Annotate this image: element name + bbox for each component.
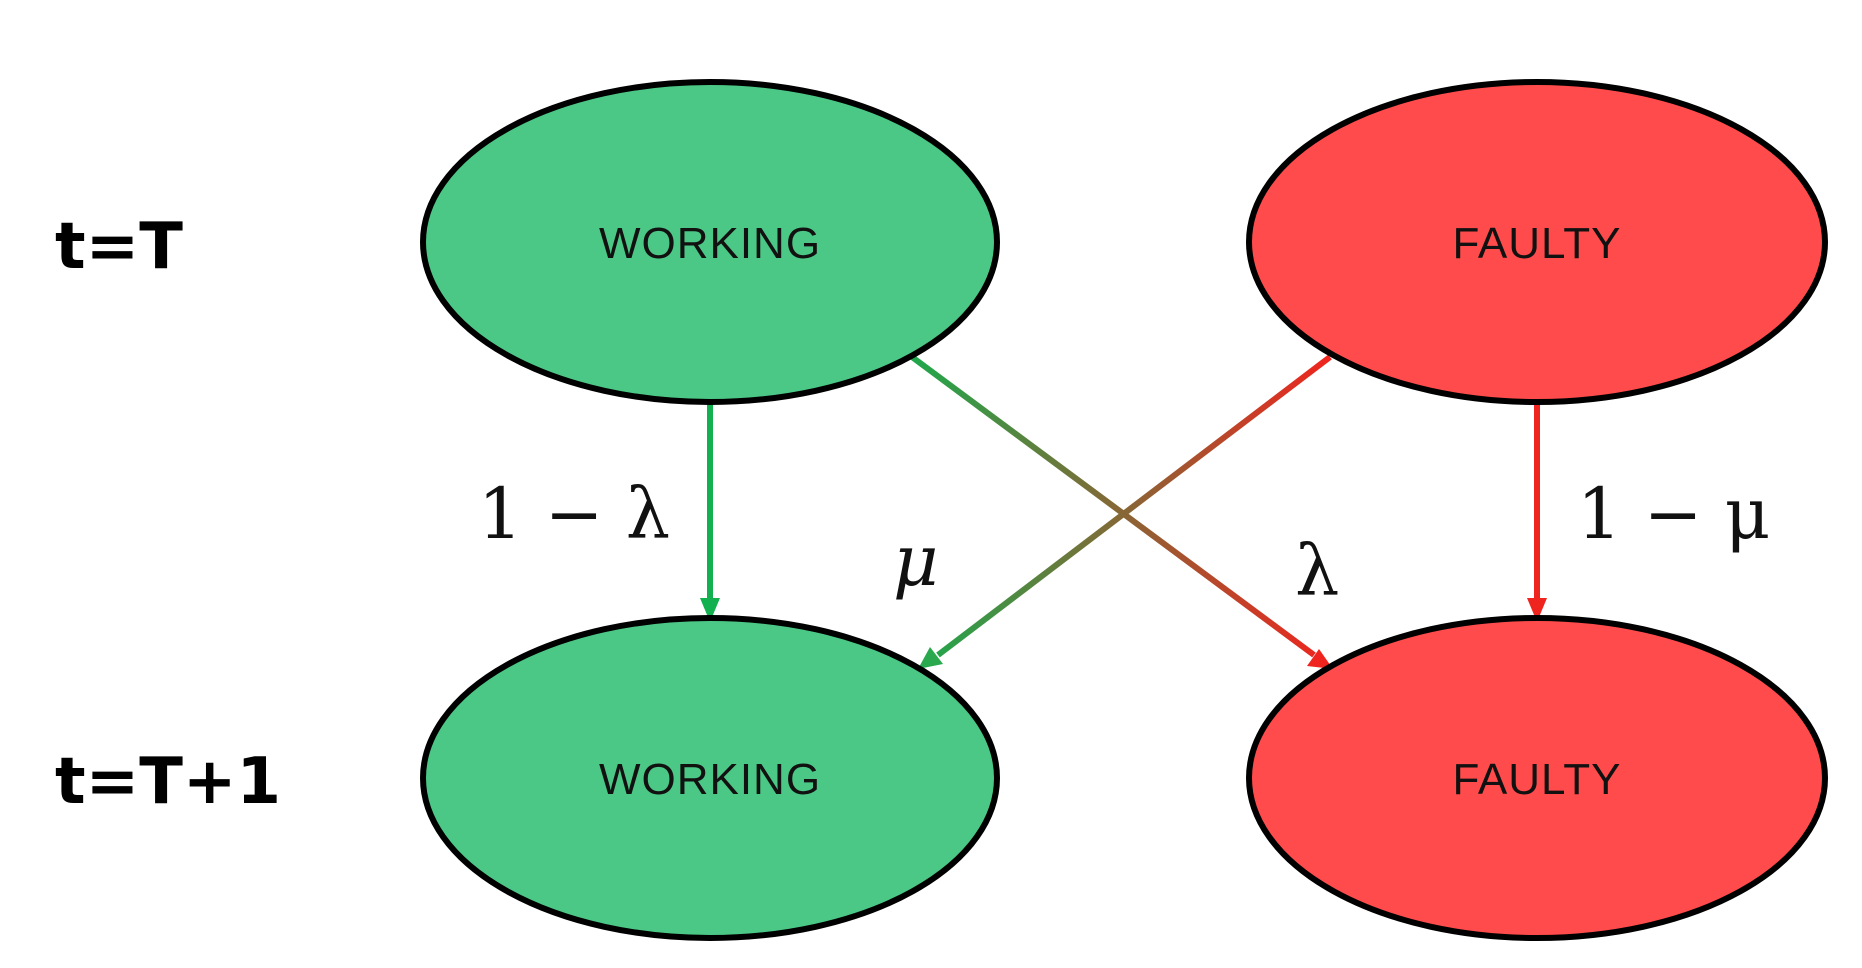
- arrow-faulty-to-working: [918, 354, 1332, 669]
- state-label-faulty-t-plus-1: FAULTY: [1452, 755, 1621, 804]
- state-faulty-t-plus-1: FAULTY: [1246, 615, 1828, 941]
- arrow-working-to-faulty: [910, 354, 1333, 669]
- state-label-working-t-plus-1: WORKING: [599, 755, 821, 804]
- state-working-t: WORKING: [420, 79, 1000, 405]
- arrow-faulty-stay: [1527, 404, 1547, 622]
- label-working-stay: 1 − λ: [478, 473, 670, 555]
- row-label-t: t=T: [55, 210, 183, 284]
- label-working-to-faulty: λ: [1295, 530, 1339, 612]
- state-working-t-plus-1: WORKING: [420, 615, 1000, 941]
- state-label-faulty-t: FAULTY: [1452, 219, 1621, 268]
- row-label-t-plus-1: t=T+1: [55, 745, 281, 819]
- label-faulty-stay: 1 − μ: [1577, 473, 1770, 555]
- label-faulty-to-working: μ: [893, 520, 939, 602]
- state-label-working-t: WORKING: [599, 219, 821, 268]
- state-faulty-t: FAULTY: [1246, 79, 1828, 405]
- arrow-working-stay: [700, 404, 720, 622]
